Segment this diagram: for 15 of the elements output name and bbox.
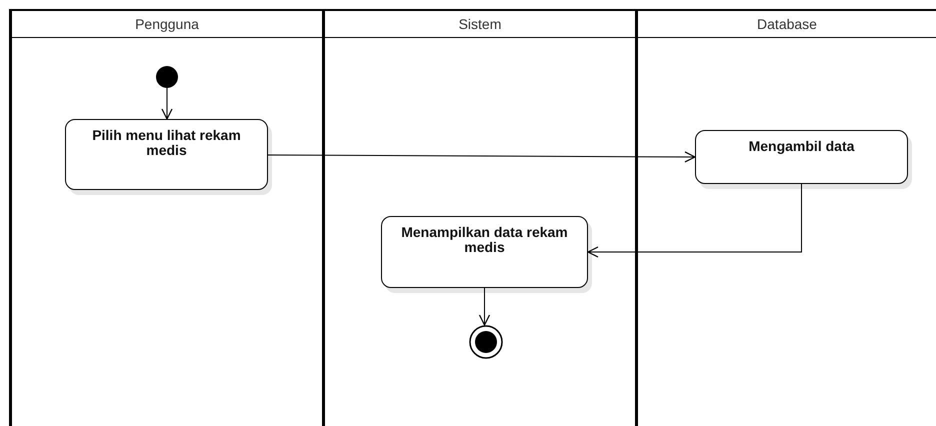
arrow [478, 288, 490, 326]
arrow [161, 88, 173, 120]
swimlane [322, 9, 635, 426]
activity-label: Menampilkan data rekam medis [400, 225, 569, 255]
swimlane [9, 9, 322, 426]
lane-title: Sistem [458, 15, 502, 34]
lane-title: Pengguna [135, 15, 199, 34]
activity-label: Pilih menu lihat rekam medis [91, 128, 242, 158]
activity-label: Mengambil data [748, 139, 856, 154]
swimlane [635, 9, 936, 426]
arrow [268, 151, 696, 163]
initial-node [156, 66, 178, 88]
lane-title: Database [757, 15, 817, 34]
final-node [469, 325, 503, 359]
arrow [587, 184, 802, 258]
